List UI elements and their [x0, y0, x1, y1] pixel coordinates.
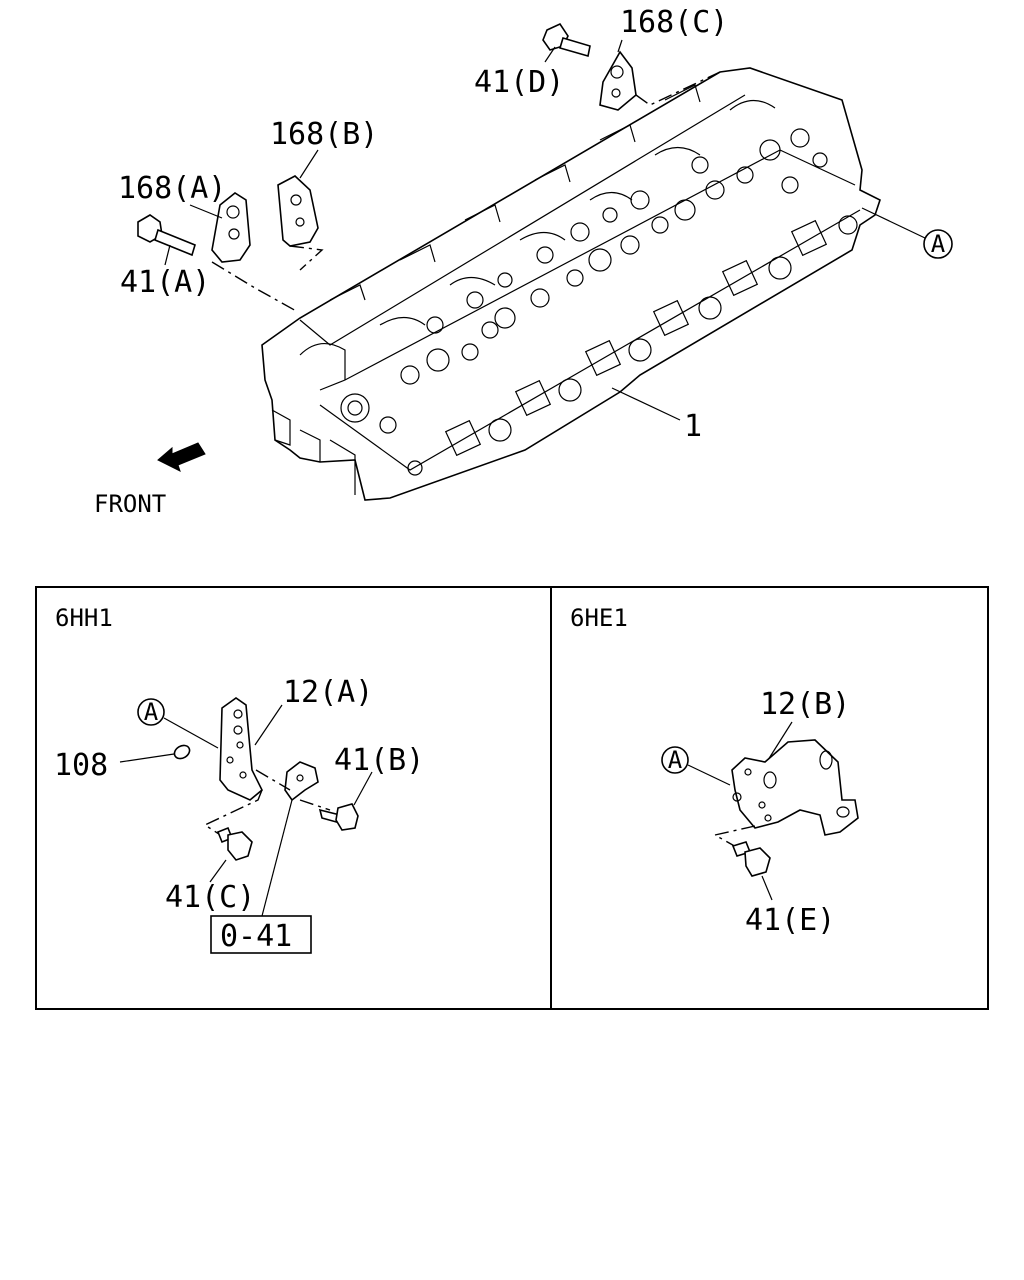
bolt-41c	[216, 826, 253, 861]
label-168c: 168(C)	[620, 5, 728, 40]
callout-circle-a	[923, 229, 953, 259]
label-a-6he1: A	[668, 746, 683, 774]
valve-bores	[340, 128, 828, 434]
label-12b: 12(B)	[760, 687, 850, 722]
label-ref-0-41: 0-41	[220, 919, 292, 954]
bracket-12a	[219, 697, 263, 801]
label-a-6hh1: A	[144, 698, 159, 726]
callout-circle-a-6hh1	[137, 698, 165, 726]
panels-frame	[35, 586, 989, 1010]
label-front: FRONT	[94, 490, 166, 518]
callout-circle-a-6he1	[661, 746, 689, 774]
label-12a: 12(A)	[283, 675, 373, 710]
intake-ports	[407, 215, 858, 476]
cylinder-head	[261, 67, 881, 501]
bolt-41e	[731, 841, 771, 877]
label-1: 1	[684, 409, 702, 444]
label-41b: 41(B)	[334, 743, 424, 778]
label-168a: 168(A)	[118, 171, 226, 206]
panel-title-6hh1: 6HH1	[55, 604, 113, 632]
label-41a: 41(A)	[120, 265, 210, 300]
label-41d: 41(D)	[474, 65, 564, 100]
reference-box	[210, 915, 312, 954]
label-168b: 168(B)	[270, 117, 378, 152]
panel-title-6he1: 6HE1	[570, 604, 628, 632]
front-arrow-icon	[157, 442, 206, 472]
cam-saddles	[299, 84, 776, 380]
oring-108	[173, 744, 191, 760]
label-41e: 41(E)	[745, 903, 835, 938]
label-41c: 41(C)	[165, 880, 255, 915]
label-a-callout: A	[931, 230, 946, 258]
bracket-12b	[731, 739, 859, 836]
bolt-41d	[542, 22, 591, 58]
bracket-168c	[599, 50, 637, 111]
bracket-168a	[211, 192, 251, 263]
bolt-41b	[318, 803, 359, 831]
label-108: 108	[54, 748, 108, 783]
clip-bracket	[284, 761, 319, 802]
bracket-168b	[277, 175, 319, 247]
bolt-41a	[137, 214, 196, 257]
